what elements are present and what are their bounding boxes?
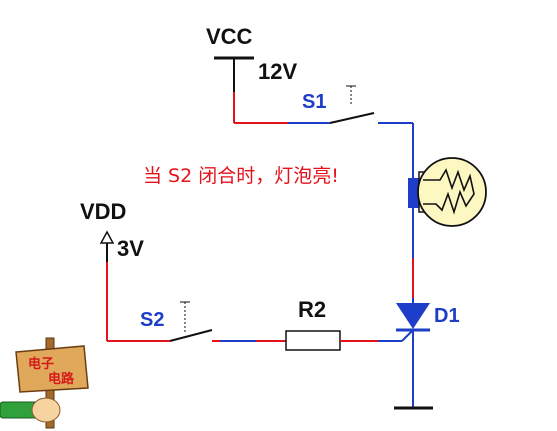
vcc-voltage-label: 12V bbox=[258, 59, 297, 84]
vdd-label: VDD bbox=[80, 199, 126, 224]
switch-s2 bbox=[169, 301, 286, 342]
d1-label: D1 bbox=[434, 305, 460, 327]
logo-text-line1: 电子 bbox=[28, 356, 54, 372]
logo-sign: 电子 电路 bbox=[0, 337, 89, 429]
s1-label: S1 bbox=[302, 91, 326, 113]
resistor-r2 bbox=[285, 329, 414, 351]
r2-label: R2 bbox=[298, 297, 326, 322]
s2-label: S2 bbox=[140, 309, 164, 331]
vdd-supply bbox=[99, 230, 170, 342]
logo-text-line2: 电路 bbox=[48, 371, 75, 387]
vcc-supply bbox=[214, 56, 288, 124]
vcc-label: VCC bbox=[206, 24, 253, 49]
switch-s1 bbox=[288, 85, 413, 124]
vdd-voltage-label: 3V bbox=[117, 236, 144, 261]
annotation-note: 当 S2 闭合时，灯泡亮! bbox=[143, 165, 339, 187]
diode-d1 bbox=[396, 298, 430, 408]
lamp bbox=[408, 157, 487, 227]
